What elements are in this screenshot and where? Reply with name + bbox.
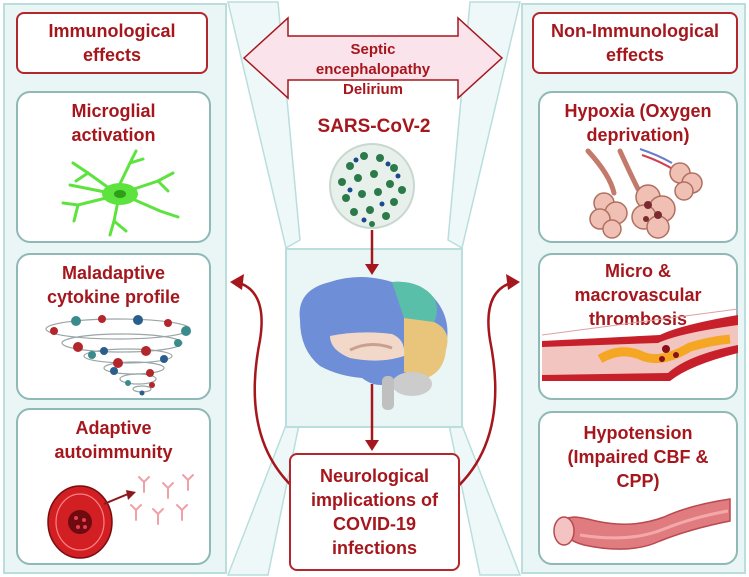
hypotension-card: Hypotension (Impaired CBF & CPP) xyxy=(538,411,738,565)
thrombosed-vessel-icon xyxy=(541,308,739,381)
non-immunological-header: Non-Immunological effects xyxy=(532,12,738,74)
hypoxia-title: Hypoxia (Oxygen deprivation) xyxy=(564,101,712,145)
autoimmunity-card: Adaptive autoimmunity xyxy=(16,408,211,565)
microglial-card: Microglial activation xyxy=(16,91,211,243)
thrombosis-title: Micro & macrovascular thrombosis xyxy=(574,261,702,329)
hypotension-title: Hypotension (Impaired CBF & CPP) xyxy=(567,423,709,491)
immunological-header: Immunological effects xyxy=(16,12,208,74)
microglia-icon xyxy=(61,149,180,237)
brain-icon xyxy=(299,277,448,410)
cytokine-storm-icon xyxy=(45,315,191,396)
thrombosis-card: Micro & macrovascular thrombosis xyxy=(538,253,739,400)
hypoxia-card: Hypoxia (Oxygen deprivation) xyxy=(538,91,738,243)
cytokine-card: Maladaptive cytokine profile xyxy=(16,253,211,400)
microglial-title: Microglial activation xyxy=(71,101,156,145)
virus-label: SARS-CoV-2 xyxy=(317,116,431,137)
b-cell-antibody-icon xyxy=(47,474,194,559)
cytokine-title: Maladaptive cytokine profile xyxy=(46,263,181,307)
collapsed-vessel-icon xyxy=(553,498,731,550)
virus-icon xyxy=(329,143,415,229)
alveoli-icon xyxy=(585,148,703,239)
neurological-implications-box: Neurological implications of COVID-19 in… xyxy=(289,453,460,571)
septic-delirium-label: Septic encephalopathy Delirium xyxy=(315,41,431,98)
autoimmunity-title: Adaptive autoimmunity xyxy=(54,418,173,462)
double-arrow-icon xyxy=(242,16,504,100)
